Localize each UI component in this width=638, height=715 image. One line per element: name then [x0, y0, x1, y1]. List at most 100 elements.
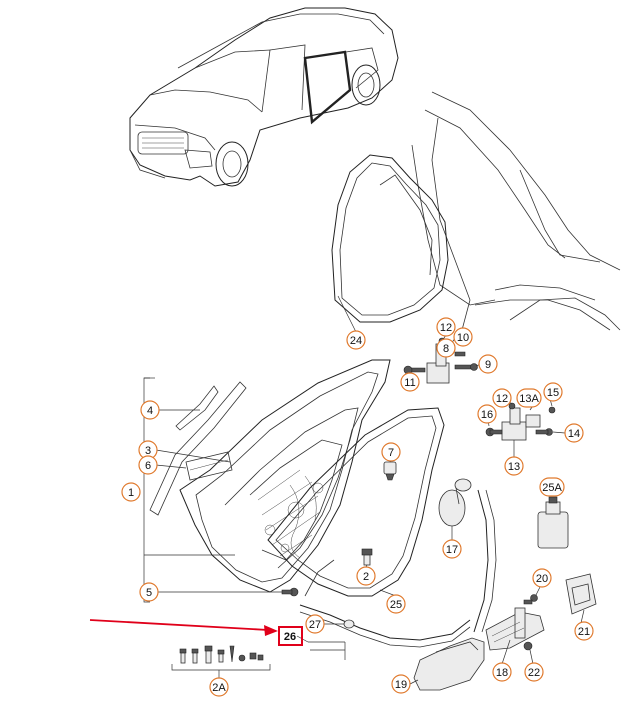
- callout-label: 27: [309, 619, 321, 631]
- callout-label: 14: [568, 428, 580, 440]
- lower-hinge: [485, 402, 556, 441]
- hardware-set-2a: [179, 645, 264, 664]
- callout-label: 17: [446, 544, 458, 556]
- callout-bubble: [138, 455, 158, 475]
- callout-label: 13A: [519, 393, 539, 405]
- callout-25a: 25A: [539, 477, 565, 497]
- callout-label: 2A: [212, 682, 226, 694]
- callout-label: 2: [363, 571, 369, 583]
- car-overview-illustration: [129, 7, 399, 187]
- callout-4: 4: [140, 400, 160, 420]
- callout-25: 25: [386, 594, 406, 614]
- callout-bubble: [492, 662, 512, 682]
- door-frame-seal-25: [267, 407, 445, 597]
- callout-label: 12: [440, 322, 452, 334]
- callout-20: 20: [532, 568, 552, 588]
- door-assembly: [149, 359, 391, 593]
- bolt-part-2: [361, 548, 373, 566]
- callout-12: 12: [492, 388, 512, 408]
- callout-label: 13: [508, 461, 520, 473]
- callout-label: 19: [395, 679, 407, 691]
- callout-2a: 2A: [209, 677, 229, 697]
- callout-bubble: [492, 388, 512, 408]
- callout-bubble: [140, 400, 160, 420]
- bottle-part-25a: [537, 496, 569, 549]
- callout-label: 6: [145, 460, 151, 472]
- callout-bubble: [381, 442, 401, 462]
- callout-14: 14: [564, 423, 584, 443]
- callout-11: 11: [400, 372, 420, 392]
- callout-16: 16: [477, 404, 497, 424]
- callout-label: 3: [145, 445, 151, 457]
- striker-assembly: [485, 573, 597, 651]
- callout-bubble: [516, 388, 542, 408]
- handle-part-19: [413, 637, 485, 691]
- callout-label: 7: [388, 447, 394, 459]
- callout-19: 19: [391, 674, 411, 694]
- callout-label: 22: [528, 667, 540, 679]
- highlight-box-26: [278, 626, 303, 646]
- clip-part-7: [383, 461, 397, 481]
- callout-label: 18: [496, 667, 508, 679]
- callout-17: 17: [442, 539, 462, 559]
- callout-7: 7: [381, 442, 401, 462]
- callout-label: 1: [128, 487, 134, 499]
- callout-bubble: [477, 404, 497, 424]
- callout-label: 5: [146, 587, 152, 599]
- callout-bubble: [436, 317, 456, 337]
- callout-bubble: [305, 614, 325, 634]
- callout-bubble: [574, 621, 594, 641]
- cap-part-17: [438, 478, 472, 527]
- callout-6: 6: [138, 455, 158, 475]
- callout-18: 18: [492, 662, 512, 682]
- callout-bubble: [532, 568, 552, 588]
- callout-10: 10: [453, 327, 473, 347]
- callout-bubble: [400, 372, 420, 392]
- callout-26: 26: [284, 631, 296, 643]
- callout-bubble: [504, 456, 524, 476]
- leader-lines: [143, 295, 585, 685]
- callout-label: 8: [443, 343, 449, 355]
- callout-bubble: [478, 354, 498, 374]
- callout-bubble: [442, 539, 462, 559]
- bolt-part-5: [281, 587, 299, 597]
- callout-label: 9: [485, 359, 491, 371]
- highlight-arrow: [89, 619, 278, 636]
- callout-13: 13: [504, 456, 524, 476]
- callout-bubble: [564, 423, 584, 443]
- callout-1: 1: [121, 482, 141, 502]
- callout-27: 27: [305, 614, 325, 634]
- callout-8: 8: [436, 338, 456, 358]
- callout-bubble: [346, 330, 366, 350]
- callout-5: 5: [139, 582, 159, 602]
- callout-label: 16: [481, 409, 493, 421]
- callout-bubble: [543, 382, 563, 402]
- callout-bubble: [524, 662, 544, 682]
- callout-label: 4: [147, 405, 153, 417]
- callout-22: 22: [524, 662, 544, 682]
- callout-bubble: [386, 594, 406, 614]
- callout-15: 15: [543, 382, 563, 402]
- callout-label: 21: [578, 626, 590, 638]
- callout-bubble: [209, 677, 229, 697]
- callout-12: 12: [436, 317, 456, 337]
- callout-bubble: [356, 566, 376, 586]
- callout-label: 20: [536, 573, 548, 585]
- callout-label: 25: [390, 599, 402, 611]
- callout-bubble: [453, 327, 473, 347]
- callout-label: 12: [496, 393, 508, 405]
- callout-9: 9: [478, 354, 498, 374]
- callout-label: 26: [284, 631, 296, 643]
- callout-bubble: [391, 674, 411, 694]
- callout-24: 24: [346, 330, 366, 350]
- callout-2: 2: [356, 566, 376, 586]
- door-seal-24: [331, 154, 449, 323]
- body-structure-outline: [411, 91, 621, 331]
- callout-bubble: [436, 338, 456, 358]
- callout-bubble: [121, 482, 141, 502]
- callout-label: 15: [547, 387, 559, 399]
- callout-13a: 13A: [516, 388, 542, 408]
- callout-label: 25A: [542, 482, 562, 494]
